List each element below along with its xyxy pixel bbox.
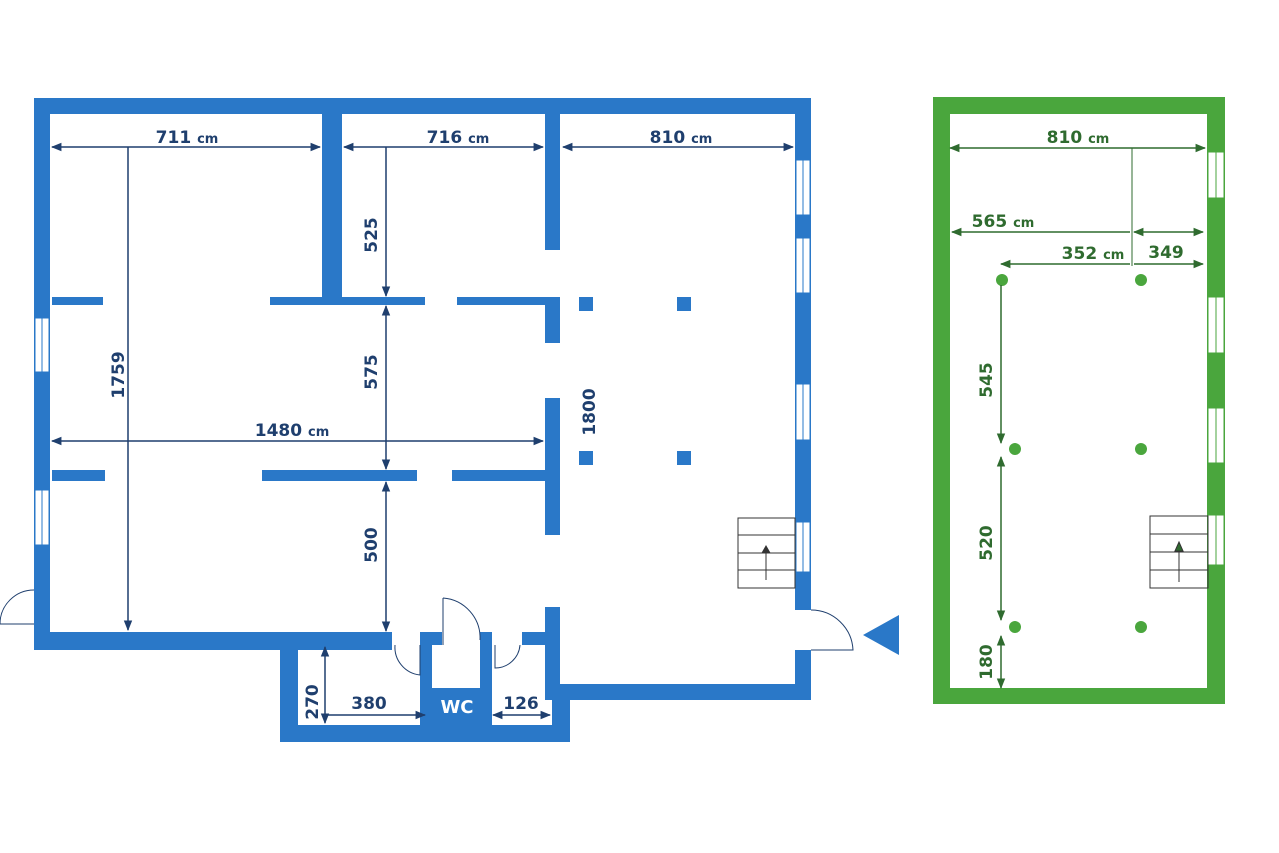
stairs [737, 517, 796, 589]
dim-180: 180 [977, 644, 997, 680]
dim-500: 500 [362, 527, 382, 563]
dim-711: 711 cm [156, 128, 219, 148]
dim-545: 545 [977, 362, 997, 398]
walls [34, 98, 811, 742]
dimension-labels: 711 cm 716 cm 810 cm 1480 cm 1759 525 57… [109, 128, 712, 720]
entrance-arrow-icon [863, 615, 899, 655]
dim-380: 380 [351, 694, 387, 714]
wc-label: WC [440, 697, 473, 718]
dim-126: 126 [503, 694, 539, 714]
dim-520: 520 [977, 525, 997, 561]
dim-349: 349 [1148, 243, 1184, 263]
columns [579, 297, 691, 465]
dim-810: 810 cm [650, 128, 713, 148]
dim-716: 716 cm [427, 128, 490, 148]
dim-575: 575 [362, 354, 382, 390]
dim-525: 525 [362, 217, 382, 253]
dimension-lines [948, 143, 1207, 690]
dim-1759: 1759 [109, 351, 129, 398]
upper-floor-plan: 810 cm 565 cm 352 cm 349 545 520 180 [933, 97, 1225, 704]
dimension-lines [50, 142, 795, 725]
dim-270: 270 [303, 684, 323, 720]
dim-810: 810 cm [1047, 128, 1110, 148]
windows [34, 159, 811, 573]
dim-1800: 1800 [580, 388, 600, 435]
dimension-labels: 810 cm 565 cm 352 cm 349 545 520 180 [972, 128, 1184, 680]
columns [996, 274, 1147, 633]
dim-352: 352 cm [1062, 244, 1125, 264]
dim-1480: 1480 cm [255, 421, 330, 441]
doors [0, 589, 854, 676]
ground-floor-plan: 711 cm 716 cm 810 cm 1480 cm 1759 525 57… [0, 98, 899, 742]
stairs [1149, 515, 1209, 589]
windows [1207, 151, 1225, 566]
dim-565: 565 cm [972, 212, 1035, 232]
